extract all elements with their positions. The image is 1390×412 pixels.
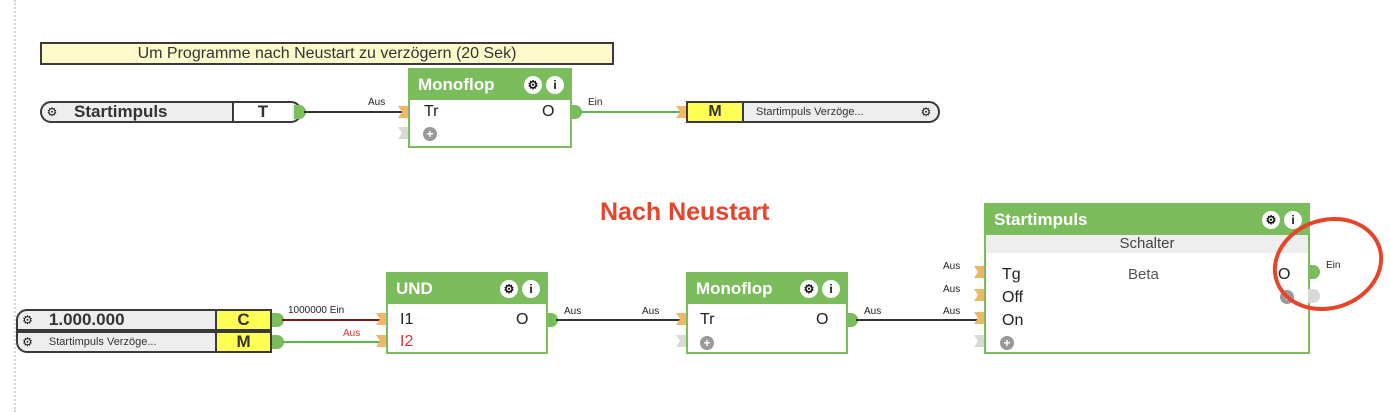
input-label: I1 — [400, 311, 414, 328]
gear-icon[interactable]: ⚙ — [500, 280, 518, 298]
connector-port: T — [232, 103, 292, 121]
input-port-empty[interactable] — [676, 335, 686, 347]
wire-label: Ein — [1326, 260, 1341, 271]
input-port[interactable] — [376, 313, 386, 325]
input-port[interactable] — [974, 266, 984, 278]
connector-port: M — [215, 333, 270, 351]
monoflop-block-bottom[interactable]: Monoflop ⚙i Tr O + — [686, 272, 848, 354]
gear-icon[interactable]: ⚙ — [22, 313, 33, 327]
monoflop-block-top[interactable]: Monoflop ⚙i Tr O + — [408, 68, 572, 148]
und-block[interactable]: UND ⚙i I1 I2 O — [386, 272, 548, 354]
output-port-dot[interactable] — [272, 313, 284, 327]
canvas-guide-line — [14, 0, 16, 412]
wire-label: Aus — [943, 306, 961, 317]
input-port-empty[interactable] — [974, 335, 984, 347]
constant-connector[interactable]: ⚙ 1.000.000 C — [16, 309, 272, 331]
block-title: Monoflop — [696, 279, 773, 298]
input-port[interactable] — [676, 313, 686, 325]
output-port-dot[interactable] — [846, 313, 858, 327]
wire — [304, 111, 408, 113]
output-label: O — [816, 311, 829, 328]
wire-label: Ein — [588, 97, 603, 108]
output-label: O — [1278, 266, 1291, 283]
output-label: O — [516, 311, 529, 328]
gear-icon[interactable]: ⚙ — [920, 105, 932, 119]
input-port[interactable] — [398, 106, 408, 118]
add-icon[interactable]: + — [700, 336, 714, 350]
section-heading: Nach Neustart — [600, 198, 770, 226]
output-port-dot[interactable] — [272, 335, 284, 349]
gear-icon[interactable]: ⚙ — [22, 335, 33, 349]
input-label: On — [1002, 312, 1024, 329]
block-title: Monoflop — [418, 75, 495, 94]
add-icon[interactable]: + — [1280, 290, 1294, 304]
info-icon[interactable]: i — [522, 280, 540, 298]
input-label: Tr — [424, 103, 439, 120]
add-icon[interactable]: + — [423, 127, 437, 141]
wire — [282, 319, 382, 321]
output-port-empty[interactable] — [1308, 289, 1320, 303]
info-icon[interactable]: i — [822, 280, 840, 298]
memory-connector[interactable]: ⚙ Startimpuls Verzöge... M — [16, 331, 272, 353]
connector-label: Startimpuls Verzöge... — [742, 103, 916, 121]
output-connector-memory[interactable]: M Startimpuls Verzöge... ⚙ — [686, 101, 940, 123]
wire-label: Aus — [864, 306, 882, 317]
input-label: Tr — [700, 311, 715, 328]
wire — [282, 341, 382, 343]
input-port-empty[interactable] — [398, 127, 408, 139]
output-port-dot[interactable] — [570, 105, 582, 119]
wire-label: Aus — [642, 306, 660, 317]
input-label-inverted: I2 — [400, 333, 414, 350]
connector-port: M — [688, 103, 742, 121]
block-title: Startimpuls — [994, 210, 1088, 229]
connector-label: Startimpuls Verzöge... — [48, 336, 157, 348]
comment-note: Um Programme nach Neustart zu verzögern … — [40, 42, 614, 65]
block-type-label: Schalter — [986, 235, 1308, 253]
status-label: Beta — [1128, 266, 1159, 283]
input-port[interactable] — [676, 106, 686, 118]
gear-icon[interactable]: ⚙ — [1262, 211, 1280, 229]
wire — [856, 319, 984, 321]
switch-block-startimpuls[interactable]: Startimpuls ⚙i Schalter Beta Tg Off On +… — [984, 203, 1310, 354]
add-icon[interactable]: + — [1000, 336, 1014, 350]
connector-label: 1.000.000 — [48, 310, 125, 329]
input-label: Tg — [1002, 266, 1021, 283]
info-icon[interactable]: i — [546, 76, 564, 94]
output-port-dot[interactable] — [1308, 265, 1320, 279]
connector-label: Startimpuls — [74, 102, 168, 121]
output-port-dot[interactable] — [546, 313, 558, 327]
wire-label: Aus — [368, 97, 386, 108]
input-port-inverted[interactable] — [376, 335, 386, 347]
gear-icon[interactable]: ⚙ — [800, 280, 818, 298]
wire — [556, 319, 684, 321]
input-connector-startimpuls[interactable]: ⚙ Startimpuls T — [40, 101, 302, 123]
input-label: Off — [1002, 289, 1024, 306]
wire — [580, 111, 684, 113]
info-icon[interactable]: i — [1284, 211, 1302, 229]
block-title: UND — [396, 279, 433, 298]
wire-label: Aus — [943, 284, 961, 295]
connector-port: C — [215, 311, 270, 329]
input-port[interactable] — [974, 312, 984, 324]
wire-label: Aus — [564, 306, 582, 317]
gear-icon[interactable]: ⚙ — [46, 105, 58, 119]
gear-icon[interactable]: ⚙ — [524, 76, 542, 94]
wire-label: Aus — [343, 328, 361, 339]
wire-label: 1000000 Ein — [288, 305, 345, 316]
wire-label: Aus — [943, 261, 961, 272]
output-label: O — [542, 103, 555, 120]
input-port[interactable] — [974, 289, 984, 301]
output-port-dot[interactable] — [294, 105, 306, 119]
